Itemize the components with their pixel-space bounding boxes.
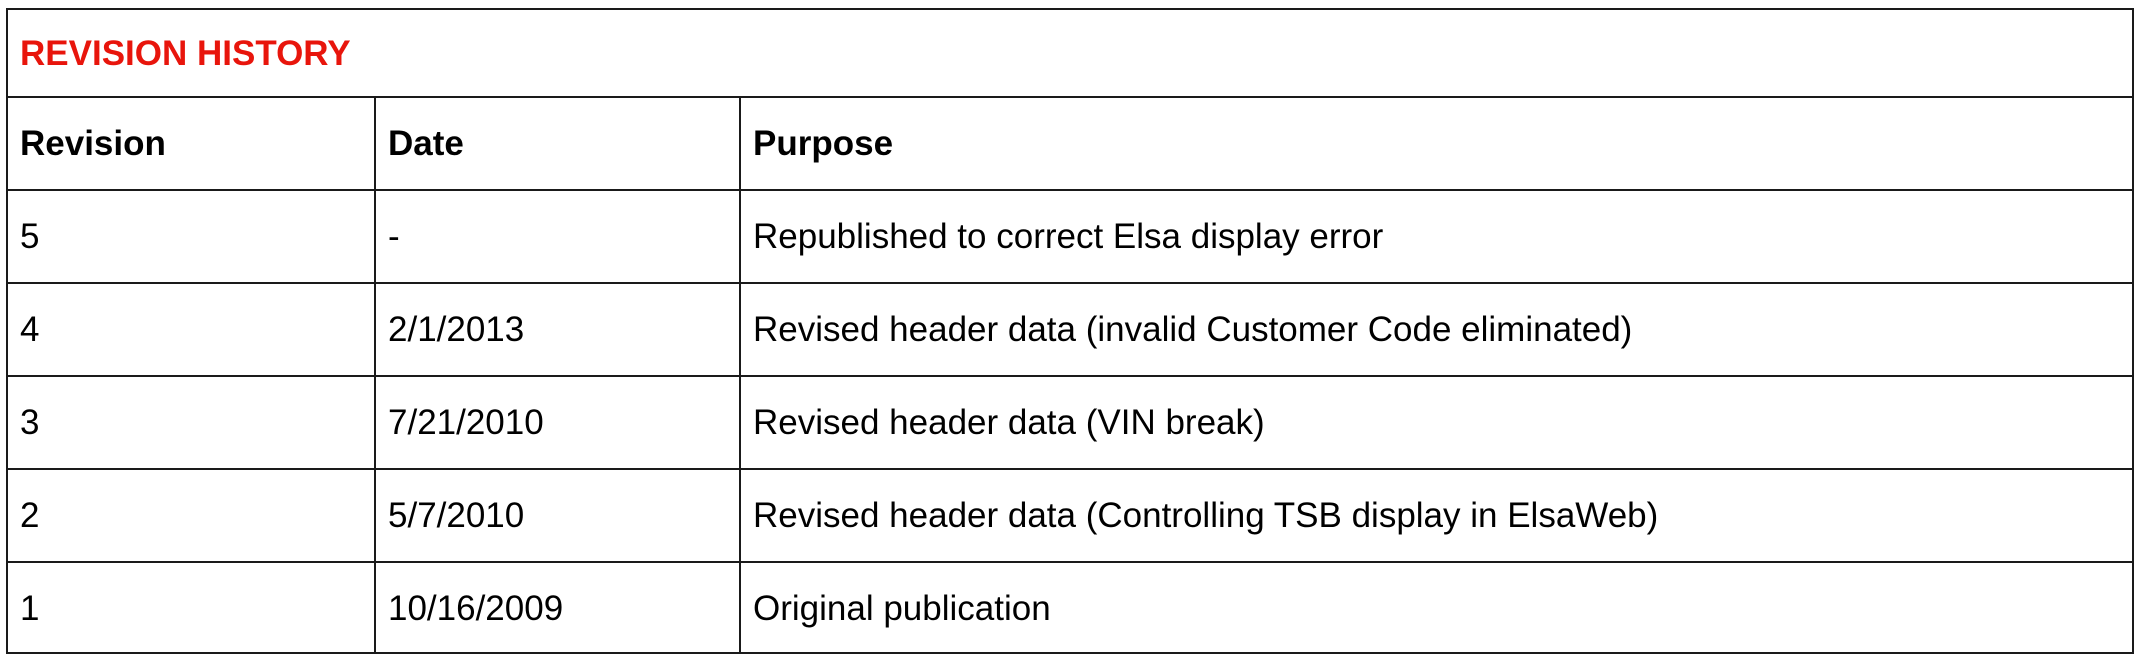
table-title: REVISION HISTORY xyxy=(8,10,2132,98)
table-row: 2 5/7/2010 Revised header data (Controll… xyxy=(8,468,2132,563)
date-cell: 7/21/2010 xyxy=(374,375,741,470)
date-cell: 10/16/2009 xyxy=(374,561,741,654)
column-header-purpose: Purpose xyxy=(739,96,2132,191)
table-row: 5 - Republished to correct Elsa display … xyxy=(8,189,2132,284)
purpose-cell: Revised header data (Controlling TSB dis… xyxy=(739,468,2132,563)
table-row: 3 7/21/2010 Revised header data (VIN bre… xyxy=(8,375,2132,470)
date-cell: - xyxy=(374,189,741,284)
column-header-date: Date xyxy=(374,96,741,191)
revision-history-table: REVISION HISTORY Revision Date Purpose 5… xyxy=(8,10,2132,654)
revision-cell: 5 xyxy=(8,189,376,284)
revision-cell: 1 xyxy=(8,561,376,654)
title-row: REVISION HISTORY xyxy=(8,10,2132,98)
revision-history-frame: REVISION HISTORY Revision Date Purpose 5… xyxy=(6,8,2134,654)
column-header-revision: Revision xyxy=(8,96,376,191)
revision-cell: 4 xyxy=(8,282,376,377)
table-row: 1 10/16/2009 Original publication xyxy=(8,561,2132,654)
purpose-cell: Revised header data (VIN break) xyxy=(739,375,2132,470)
date-cell: 5/7/2010 xyxy=(374,468,741,563)
purpose-cell: Revised header data (invalid Customer Co… xyxy=(739,282,2132,377)
purpose-cell: Original publication xyxy=(739,561,2132,654)
purpose-cell: Republished to correct Elsa display erro… xyxy=(739,189,2132,284)
date-cell: 2/1/2013 xyxy=(374,282,741,377)
header-row: Revision Date Purpose xyxy=(8,96,2132,191)
revision-cell: 2 xyxy=(8,468,376,563)
table-row: 4 2/1/2013 Revised header data (invalid … xyxy=(8,282,2132,377)
revision-cell: 3 xyxy=(8,375,376,470)
